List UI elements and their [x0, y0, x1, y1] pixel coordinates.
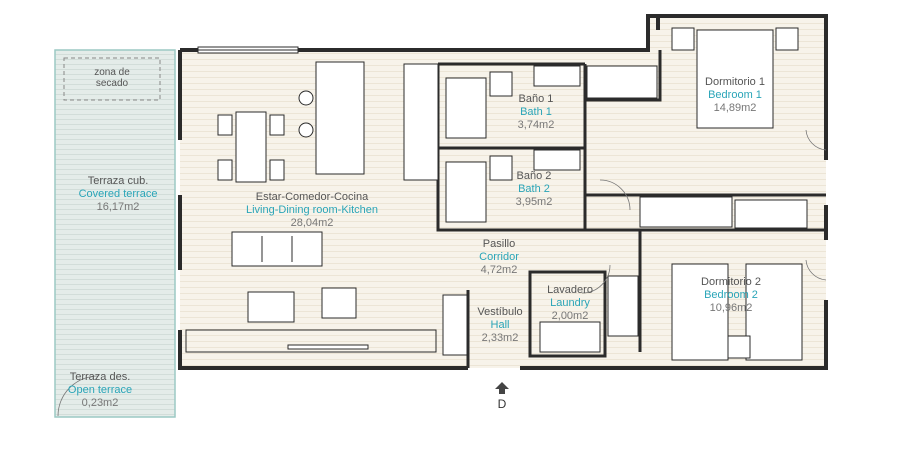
sofa [231, 231, 323, 267]
hall-label: Vestíbulo Hall 2,33m2 [477, 306, 523, 344]
bath1-label: Baño 1 Bath 1 3,74m2 [517, 93, 555, 131]
drying-zone [63, 57, 161, 101]
arrow-up-icon [495, 382, 509, 394]
wardrobes [442, 65, 808, 356]
living-table [247, 287, 357, 323]
drying-zone-label: zona de secado [94, 67, 130, 89]
bedroom2-label: Dormitorio 2 Bedroom 2 10,96m2 [701, 276, 761, 314]
bed-2 [671, 263, 803, 361]
outer-walls [178, 14, 828, 370]
bedroom1-label: Dormitorio 1 Bedroom 1 14,89m2 [705, 76, 765, 114]
bath2-label: Baño 2 Bath 2 3,95m2 [515, 170, 553, 208]
covered-terrace-label: Terraza cub. Covered terrace 16,17m2 [78, 175, 158, 213]
windows [185, 46, 437, 353]
dining-set [217, 111, 285, 183]
interior-walls [403, 50, 826, 368]
bath-fixtures [445, 65, 581, 223]
kitchen-furniture [298, 61, 439, 181]
washer [539, 321, 601, 353]
corridor-label: Pasillo Corridor 4,72m2 [479, 238, 519, 276]
bed-1 [671, 27, 799, 129]
terrace-area [54, 49, 176, 418]
entrance-label: D [497, 397, 507, 411]
entrance-marker: D [493, 381, 511, 411]
open-terrace-label: Terraza des. Open terrace 0,23m2 [67, 371, 133, 409]
door-swings [57, 129, 827, 417]
living-label: Estar-Comedor-Cocina Living-Dining room-… [245, 191, 379, 229]
laundry-label: Lavadero Laundry 2,00m2 [547, 284, 593, 322]
